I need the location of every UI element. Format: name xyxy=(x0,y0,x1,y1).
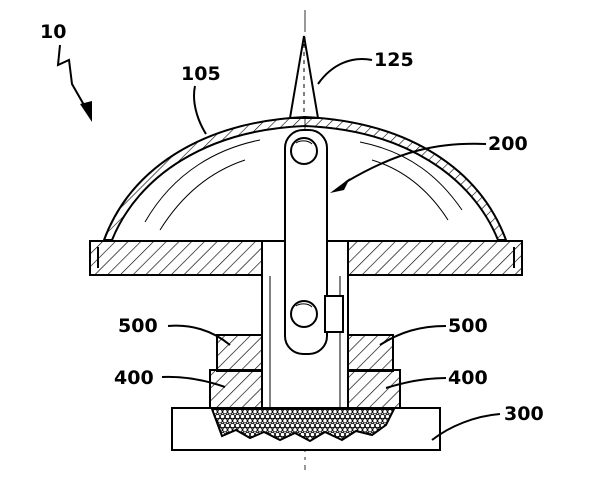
pivot-arm xyxy=(284,129,344,355)
label-base: 300 xyxy=(504,403,544,425)
right-flange xyxy=(347,240,523,276)
left-flange xyxy=(89,240,263,276)
lower-ring-right xyxy=(347,369,401,409)
label-pivot-arm: 200 xyxy=(488,133,528,155)
label-lower-ring-left: 400 xyxy=(114,367,154,389)
label-assembly: 10 xyxy=(40,21,66,43)
label-dome: 105 xyxy=(181,63,221,85)
label-upper-ring-right: 500 xyxy=(448,315,488,337)
lower-ring-left xyxy=(209,369,263,409)
aggregate-fill xyxy=(210,408,396,443)
label-upper-ring-left: 500 xyxy=(118,315,158,337)
label-lower-ring-right: 400 xyxy=(448,367,488,389)
label-spike: 125 xyxy=(374,49,414,71)
